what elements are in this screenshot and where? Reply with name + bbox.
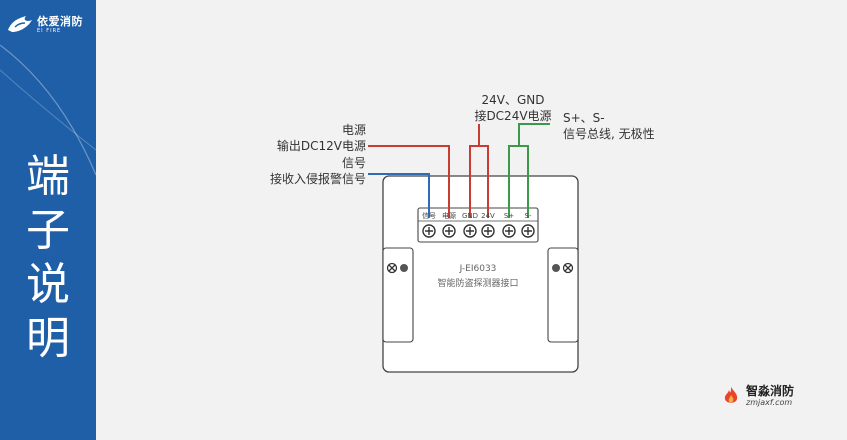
callout-24v-gnd: 24V、GND 接DC24V电源	[456, 92, 570, 124]
callout-power: 电源 输出DC12V电源	[220, 122, 366, 154]
terminal-screw-icon	[442, 224, 456, 238]
callout-signal: 信号 接收入侵报警信号	[220, 155, 366, 187]
wire-signal	[368, 173, 430, 218]
terminal-label: S-	[525, 212, 532, 220]
callout-power-line2: 输出DC12V电源	[276, 139, 366, 153]
terminal-label: 24V	[481, 212, 495, 220]
callout-24v-gnd-line1: 24V、GND	[481, 93, 545, 107]
watermark: 智淼消防 zmjaxf.com	[720, 385, 794, 407]
brand-logo: 依爱消防 EI FIRE	[6, 14, 83, 36]
callout-signal-line2: 接收入侵报警信号	[269, 172, 366, 186]
terminal-label: 电源	[442, 211, 456, 220]
device-name: 智能防盗探测器接口	[437, 277, 518, 289]
page-title-char: 明	[26, 313, 70, 364]
page-title-char: 说	[26, 259, 70, 310]
page-title-char: 端	[26, 151, 70, 202]
callout-bus-line2: 信号总线, 无极性	[563, 127, 655, 141]
callout-bus-line1: S+、S-	[563, 111, 605, 125]
terminal-screws	[422, 224, 535, 238]
terminal-screw-icon	[481, 224, 495, 238]
terminal-label: S+	[504, 212, 514, 220]
terminal-screw-icon	[521, 224, 535, 238]
wire-bus-lead	[518, 123, 550, 146]
wire-power-12v	[368, 145, 450, 218]
page-title: 端 子 说 明	[0, 150, 96, 366]
decorative-curves	[0, 44, 96, 176]
watermark-url: zmjaxf.com	[746, 398, 793, 407]
flame-watermark-icon	[724, 387, 738, 403]
watermark-name: 智淼消防	[746, 384, 795, 398]
mount-screw-icon	[386, 262, 408, 274]
terminal-label: GND	[462, 212, 478, 220]
page-title-char: 子	[26, 205, 70, 256]
terminal-screw-icon	[502, 224, 516, 238]
brand-name-cn: 依爱消防	[37, 15, 83, 28]
device-model: J-EI6033	[459, 264, 497, 274]
flame-logo-icon	[8, 16, 32, 32]
callout-power-line1: 电源	[341, 123, 366, 137]
callout-bus: S+、S- 信号总线, 无极性	[563, 110, 655, 142]
sidebar-banner: 依爱消防 EI FIRE 端 子 说 明	[0, 0, 96, 440]
terminal-label: 信号	[422, 211, 436, 220]
mount-bracket-left	[382, 247, 414, 343]
callout-signal-line1: 信号	[341, 156, 366, 170]
terminal-screw-icon	[463, 224, 477, 238]
callout-24v-gnd-line2: 接DC24V电源	[474, 109, 552, 123]
brand-name-en: EI FIRE	[37, 28, 62, 34]
mount-bracket-right	[547, 247, 579, 343]
terminal-screw-icon	[422, 224, 436, 238]
mount-screw-icon	[552, 262, 574, 274]
